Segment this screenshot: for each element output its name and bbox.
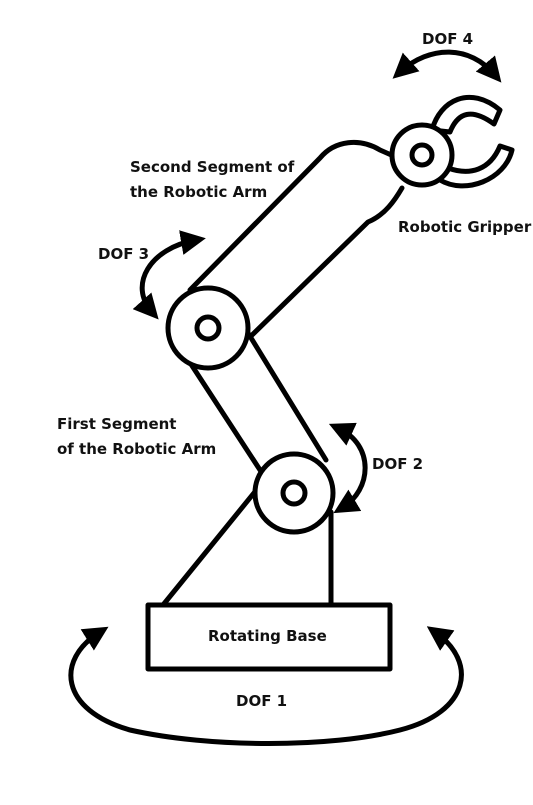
gripper-upper-claw [429,94,503,135]
first-segment-edge-right [245,330,329,463]
rotating-base-box [145,602,393,672]
rotating-base-label: Rotating Base [208,627,327,645]
second-segment-edge-bottom [247,185,405,340]
dof2-label: DOF 2 [372,455,424,473]
robotic-gripper-label: Robotic Gripper [398,218,532,236]
dof1-label: DOF 1 [236,692,288,710]
elbow-joint-pin [280,479,308,507]
base-support-leg-left [160,485,261,608]
dof3-label: DOF 3 [98,245,150,263]
gripper-lower-claw [437,143,515,189]
wrist-joint-pin [409,142,435,168]
first-segment-label-line2: of the Robotic Arm [57,440,217,458]
dof4-label: DOF 4 [422,30,474,48]
dof4-rotation-arrow [392,49,502,83]
second-segment-edge-top [187,139,401,293]
dof3-rotation-arrow [132,230,206,320]
dof1-rotation-arrow [68,626,464,746]
first-segment-label-line1: First Segment [57,415,177,433]
second-segment-label-line1: Second Segment of [130,158,295,176]
first-segment-edge-left [182,352,265,476]
shoulder-joint-pin [194,314,222,342]
second-segment-label-line2: the Robotic Arm [130,183,268,201]
dof2-rotation-arrow [328,422,368,514]
